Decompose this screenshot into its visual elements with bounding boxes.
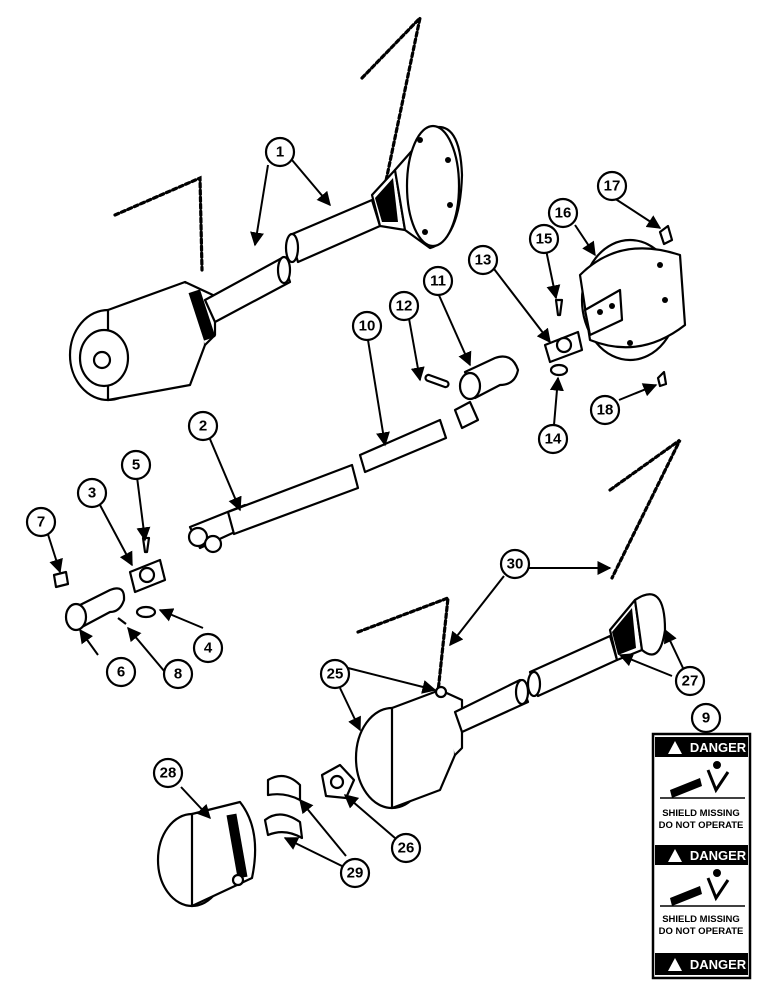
svg-text:2: 2 <box>199 418 207 435</box>
grease-plug-17 <box>658 224 674 246</box>
callout-9: 9 <box>690 702 722 734</box>
callout-3: 3 <box>76 477 108 509</box>
lower-cone-bearing <box>608 593 667 662</box>
svg-text:6: 6 <box>117 664 125 681</box>
upper-flange-housing <box>370 124 464 250</box>
danger-decal: DANGER SHIELD MISSING DO NOT OPERATE DAN… <box>651 732 752 980</box>
callout-12: 12 <box>388 290 420 322</box>
svg-text:28: 28 <box>160 765 177 782</box>
warning-triangle-icon <box>668 741 682 754</box>
callout-28: 28 <box>152 757 184 789</box>
svg-text:16: 16 <box>555 205 572 222</box>
svg-text:11: 11 <box>430 273 446 290</box>
profile-tube <box>358 418 448 474</box>
callout-18: 18 <box>589 394 621 426</box>
callout-30: 30 <box>499 548 531 580</box>
warning-line-2b: DO NOT OPERATE <box>659 926 744 937</box>
lower-outer-tube <box>453 678 530 734</box>
drive-shaft-assembly <box>187 355 520 554</box>
svg-text:4: 4 <box>204 640 213 657</box>
callout-2: 2 <box>187 410 219 442</box>
svg-text:12: 12 <box>396 298 413 315</box>
callout-7: 7 <box>25 506 57 538</box>
callout-25: 25 <box>319 658 351 690</box>
svg-text:18: 18 <box>597 402 614 419</box>
callout-27: 27 <box>674 665 706 697</box>
lower-inner-tube <box>528 634 619 698</box>
upper-cross-kit <box>543 298 584 377</box>
upper-inner-tube <box>288 198 382 264</box>
svg-text:30: 30 <box>507 556 524 573</box>
roll-pin-12 <box>424 373 450 389</box>
callout-17: 17 <box>596 170 628 202</box>
svg-text:26: 26 <box>398 840 415 857</box>
svg-text:25: 25 <box>327 666 344 683</box>
lower-safety-chain-right <box>608 438 682 580</box>
svg-text:1: 1 <box>276 144 284 161</box>
upper-bell-housing <box>68 280 217 402</box>
svg-text:29: 29 <box>347 865 364 882</box>
svg-text:5: 5 <box>132 457 140 474</box>
flange-yoke-16 <box>578 224 687 388</box>
callout-16: 16 <box>547 197 579 229</box>
svg-text:7: 7 <box>37 514 45 531</box>
callout-14: 14 <box>537 423 569 455</box>
outer-shaft-tube <box>226 463 360 536</box>
callout-1: 1 <box>264 136 296 168</box>
warning-triangle-icon <box>668 849 682 862</box>
callout-11: 11 <box>422 265 454 297</box>
entanglement-pictogram-icon <box>660 761 745 799</box>
danger-header-3: DANGER <box>690 957 747 972</box>
lower-safety-chain-left <box>356 595 450 694</box>
leader-lines <box>44 159 684 869</box>
spring-pin-18 <box>656 370 668 388</box>
callout-13: 13 <box>467 244 499 276</box>
entanglement-pictogram-icon <box>660 869 745 907</box>
callout-10: 10 <box>351 310 383 342</box>
upper-shield-assembly <box>68 12 464 402</box>
warning-line-1b: DO NOT OPERATE <box>659 820 744 831</box>
lower-bell-housing <box>354 685 464 810</box>
svg-text:10: 10 <box>359 318 376 335</box>
danger-header-2: DANGER <box>690 848 747 863</box>
callout-26: 26 <box>390 832 422 864</box>
callouts: 1 2 3 4 5 6 7 8 9 10 11 12 13 14 15 16 1… <box>25 136 722 889</box>
upper-safety-chain-right <box>360 12 423 202</box>
callout-6: 6 <box>105 656 137 688</box>
lower-left-cross-kit <box>52 536 167 632</box>
svg-text:9: 9 <box>702 710 710 727</box>
warning-line-2a: SHIELD MISSING <box>662 914 740 925</box>
svg-text:27: 27 <box>682 673 699 690</box>
svg-text:17: 17 <box>604 178 621 195</box>
callout-15: 15 <box>528 223 560 255</box>
svg-text:15: 15 <box>536 231 553 248</box>
svg-text:13: 13 <box>475 252 492 269</box>
upper-safety-chain-left <box>113 175 204 272</box>
callout-29: 29 <box>339 857 371 889</box>
svg-text:3: 3 <box>88 485 96 502</box>
svg-text:14: 14 <box>545 431 562 448</box>
upper-outer-tube <box>203 256 292 324</box>
bearing-halves-29 <box>266 774 302 802</box>
danger-header-1: DANGER <box>690 740 747 755</box>
callout-4: 4 <box>192 632 224 664</box>
warning-triangle-icon <box>668 958 682 971</box>
callout-8: 8 <box>162 658 194 690</box>
lower-shield-assembly <box>156 438 682 908</box>
callout-5: 5 <box>120 449 152 481</box>
svg-text:8: 8 <box>174 666 182 683</box>
warning-line-1a: SHIELD MISSING <box>662 808 740 819</box>
end-cap-28 <box>156 800 257 908</box>
